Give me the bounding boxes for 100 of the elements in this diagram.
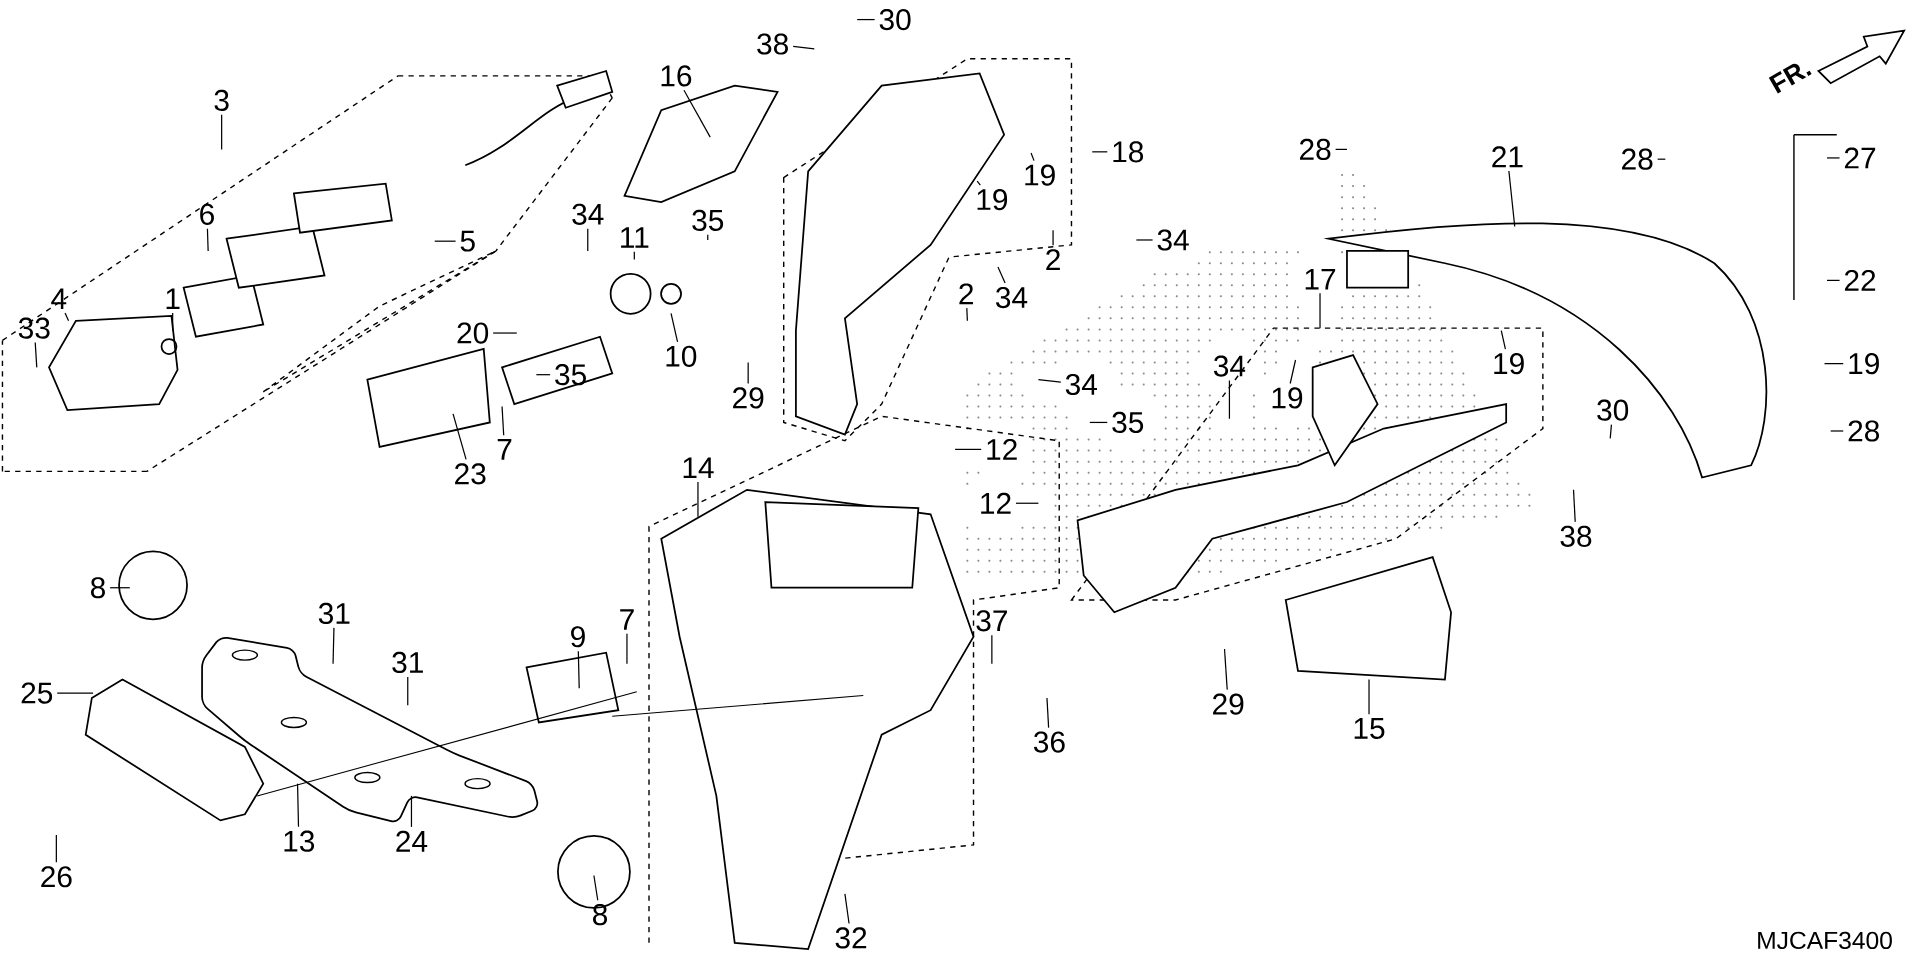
leader-line	[1052, 229, 1054, 246]
callout-number: 21	[1492, 146, 1523, 168]
callout-number: 19	[1272, 387, 1303, 409]
leader-line	[501, 405, 505, 436]
callout-number: 27	[1844, 147, 1876, 169]
leader-line	[64, 312, 70, 322]
direction-label: FR.	[1768, 63, 1812, 94]
callout-number: 12	[981, 492, 1011, 514]
callout-number: 35	[692, 209, 724, 231]
callout-number: 9	[571, 626, 585, 648]
callout-number: 22	[1844, 269, 1876, 291]
leader-line	[1508, 170, 1516, 228]
callout-number: 2	[959, 283, 973, 305]
callout-number: 14	[683, 457, 714, 478]
leader-line	[1089, 421, 1108, 424]
leader-line	[1826, 279, 1841, 281]
callout-number: 20	[457, 322, 489, 344]
leader-line	[1319, 292, 1321, 329]
leader-line	[856, 18, 876, 21]
leader-line	[844, 893, 850, 925]
leader-line	[707, 234, 709, 241]
callout-number: 2	[1046, 249, 1060, 270]
leader-line	[683, 89, 711, 138]
callout-number: 19	[977, 189, 1008, 211]
leader-line	[1289, 359, 1297, 385]
leader-line	[1830, 430, 1844, 432]
callout-number: 34	[1065, 373, 1097, 396]
leader-line	[747, 361, 749, 385]
leader-line	[626, 633, 628, 665]
callout-number: 34	[1157, 229, 1189, 251]
leader-line	[1046, 697, 1050, 729]
callout-number: 18	[1113, 141, 1144, 163]
callout-number: 15	[1354, 718, 1385, 739]
callout-number: 3	[214, 89, 229, 111]
leader-line	[1223, 648, 1228, 691]
callout-number: 11	[621, 227, 649, 248]
leader-line	[997, 266, 1006, 284]
callout-number: 13	[284, 830, 315, 852]
callout-number: 8	[593, 904, 608, 926]
callout-number: 38	[1560, 525, 1592, 547]
callout-number: 25	[21, 682, 53, 704]
leader-line	[593, 874, 599, 901]
leader-line	[1826, 157, 1841, 159]
callout-number: 32	[835, 927, 867, 949]
callout-number: 19	[1025, 164, 1055, 186]
leader-line	[577, 650, 580, 689]
leader-line	[407, 676, 409, 706]
callout-number: 37	[976, 610, 1007, 632]
leader-line	[1609, 424, 1613, 439]
callout-number: 7	[620, 609, 634, 630]
leader-line	[492, 332, 518, 334]
leader-line	[172, 312, 174, 332]
leader-line	[332, 627, 335, 665]
leader-line	[296, 783, 300, 828]
leader-line	[966, 307, 968, 322]
callout-number: 26	[41, 866, 72, 888]
leader-line	[55, 834, 57, 863]
callout-number: 5	[460, 230, 475, 252]
leader-line	[1823, 363, 1844, 365]
callout-number: 29	[1213, 693, 1244, 715]
callout-number: 34	[572, 203, 604, 225]
callout-number: 19	[1849, 353, 1879, 375]
callout-number: 38	[757, 33, 788, 55]
leader-line	[1015, 502, 1040, 504]
leader-line	[221, 114, 223, 150]
leader-line	[1135, 239, 1154, 241]
callout-number: 10	[666, 345, 697, 367]
leader-line	[56, 692, 94, 694]
callout-number: 12	[987, 438, 1017, 460]
callout-number: 28	[1300, 138, 1331, 160]
callout-number: 30	[1597, 399, 1629, 421]
leader-line	[1030, 152, 1035, 162]
leader-line	[1228, 379, 1231, 420]
leader-line	[991, 634, 993, 665]
callout-number: 28	[1848, 420, 1880, 442]
leader-line	[535, 374, 551, 376]
callout-number: 16	[661, 65, 692, 87]
callout-number: 17	[1305, 268, 1336, 290]
leader-line	[1572, 489, 1576, 523]
leader-line	[109, 587, 131, 589]
callout-number: 31	[318, 602, 350, 625]
callout-number: 23	[455, 463, 486, 485]
leader-line	[976, 180, 981, 186]
leader-line	[34, 341, 38, 368]
callout-number: 19	[1494, 353, 1524, 375]
leader-line	[670, 312, 679, 343]
diagram-code: MJCAF3400	[1758, 931, 1892, 950]
leader-line	[434, 240, 457, 242]
callout-number: 24	[396, 830, 428, 852]
leader-line	[697, 481, 699, 518]
callout-number: 34	[996, 286, 1028, 309]
callout-number: 1	[166, 288, 180, 309]
callout-number: 35	[1112, 411, 1144, 434]
callout-number: 34	[1213, 355, 1246, 377]
callout-number: 31	[392, 651, 423, 674]
leader-line	[410, 795, 413, 828]
leader-line	[792, 45, 815, 50]
leader-line	[954, 448, 982, 450]
leader-line	[206, 228, 209, 252]
callout-number: 4	[51, 288, 67, 309]
